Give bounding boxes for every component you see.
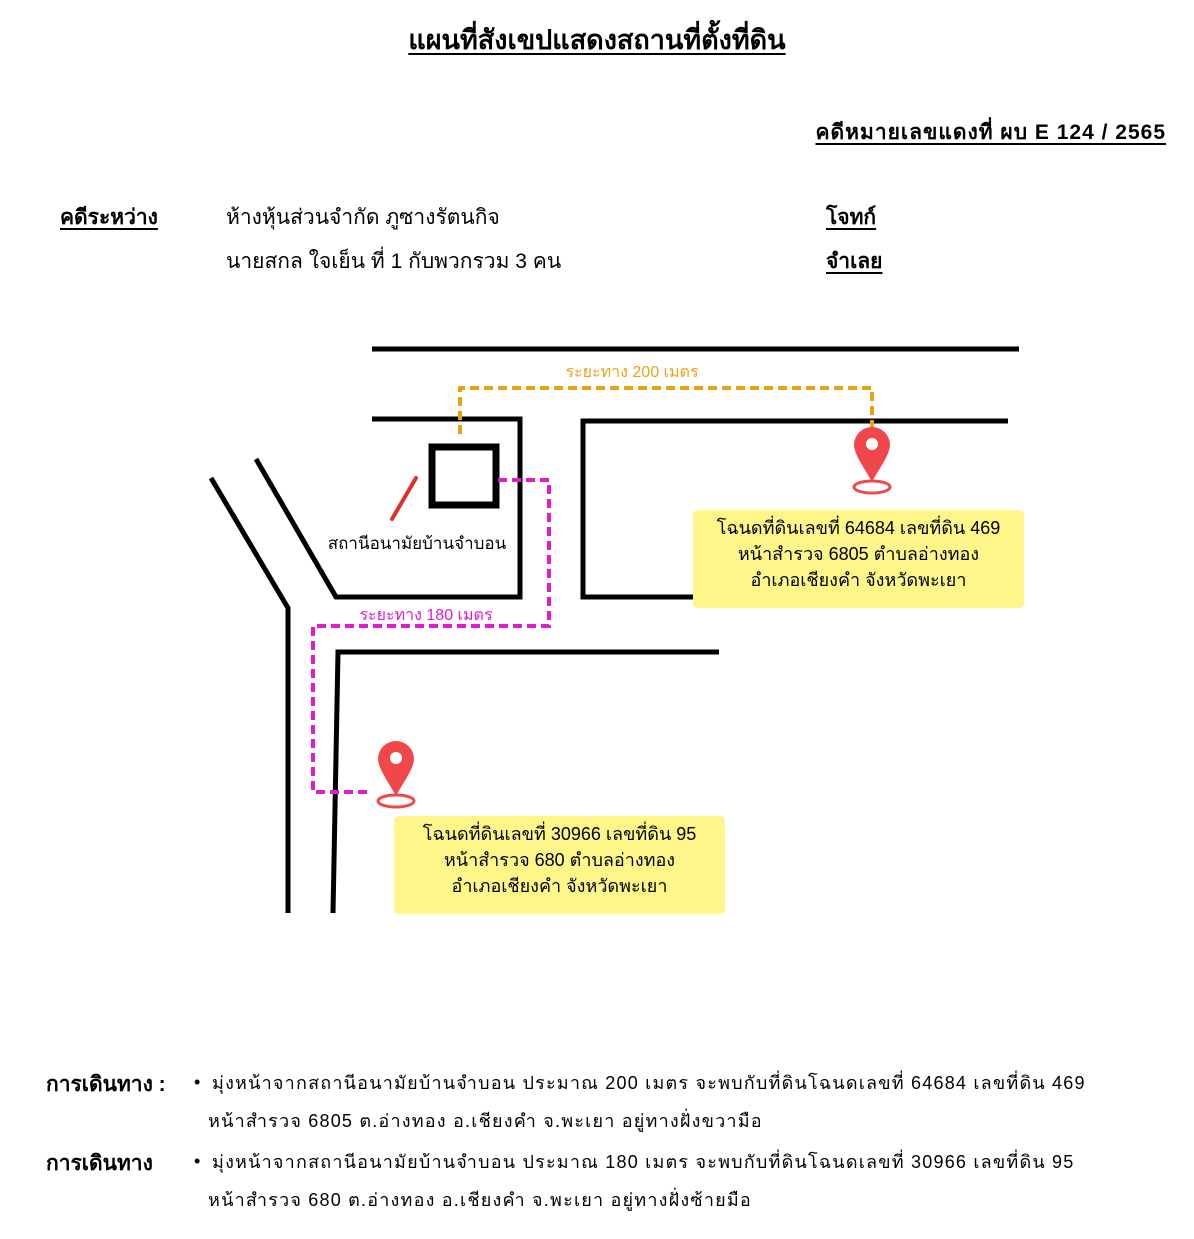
directions-label-2: การเดินทาง	[46, 1152, 153, 1175]
directions-2-line1: มุ่งหน้าจากสถานีอนามัยบ้านจำบอน ประมาณ 1…	[212, 1152, 1075, 1172]
defendant-role: จำเลย	[826, 250, 883, 273]
case-number: คดีหมายเลขแดงที่ ผบ E 124 / 2565	[815, 121, 1166, 144]
road-lower	[330, 649, 719, 914]
directions-text-1: มุ่งหน้าจากสถานีอนามัยบ้านจำบอน ประมาณ 2…	[208, 1064, 1167, 1140]
parcel-2-line3: อำเภอเชียงคำ จังหวัดพะเยา	[451, 876, 668, 896]
parcel-2-line1: โฉนดที่ดินเลขที่ 30966 เลขที่ดิน 95	[422, 824, 697, 844]
road-block-left	[253, 416, 523, 600]
directions-text-2: มุ่งหน้าจากสถานีอนามัยบ้านจำบอน ประมาณ 1…	[208, 1143, 1167, 1219]
parcel-1-line1: โฉนดที่ดินเลขที่ 64684 เลขที่ดิน 469	[716, 518, 1001, 538]
health-station-building	[428, 443, 500, 509]
pin-base-ring	[852, 479, 892, 495]
route-magenta-label: ระยะทาง 180 เมตร	[359, 607, 492, 624]
route-magenta	[311, 478, 551, 794]
directions-2-line2: หน้าสำรวจ 680 ต.อ่างทอง อ.เชียงคำ จ.พะเย…	[208, 1190, 752, 1210]
pin-body	[854, 427, 890, 482]
map-pin-icon	[376, 741, 416, 809]
directions-bullet-1: •	[194, 1072, 201, 1092]
directions-bullet-2: •	[194, 1151, 201, 1171]
plaintiff-role: โจทก์	[826, 206, 877, 229]
directions-label-1: การเดินทาง :	[46, 1073, 166, 1096]
landmark-label: สถานีอนามัยบ้านจำบอน	[328, 534, 507, 553]
parties-label: คดีระหว่าง	[60, 206, 158, 229]
parcel-1-infobox: โฉนดที่ดินเลขที่ 64684 เลขที่ดิน 469 หน้…	[693, 510, 1024, 608]
pin-body	[378, 741, 414, 796]
route-orange-label: ระยะทาง 200 เมตร	[565, 364, 698, 381]
pin-base-ring	[376, 793, 416, 809]
map-pin-icon	[852, 427, 892, 495]
roads	[208, 346, 1019, 914]
parcel-1-line2: หน้าสำรวจ 6805 ตำบลอ่างทอง	[737, 544, 980, 564]
pin-hole	[390, 752, 402, 764]
road-block-right	[580, 418, 1008, 600]
directions-1-line2: หน้าสำรวจ 6805 ต.อ่างทอง อ.เชียงคำ จ.พะเ…	[208, 1111, 763, 1131]
parcel-2-line2: หน้าสำรวจ 680 ตำบลอ่างทอง	[443, 850, 676, 870]
parcel-2-infobox: โฉนดที่ดินเลขที่ 30966 เลขที่ดิน 95 หน้า…	[394, 816, 725, 914]
directions-1-line1: มุ่งหน้าจากสถานีอนามัยบ้านจำบอน ประมาณ 2…	[212, 1073, 1086, 1093]
pin-hole	[866, 438, 878, 450]
route-orange	[458, 386, 874, 434]
parcel-1-line3: อำเภอเชียงคำ จังหวัดพะเยา	[750, 570, 967, 590]
page-title: แผนที่สังเขปแสดงสถานที่ตั้งที่ดิน	[408, 25, 786, 55]
road-diagonal-left	[208, 476, 291, 913]
defendant-name: นายสกล ใจเย็น ที่ 1 กับพวกรวม 3 คน	[226, 250, 562, 273]
plaintiff-name: ห้างหุ้นส่วนจำกัด ภูซางรัตนกิจ	[226, 206, 500, 229]
health-station-marker	[390, 476, 418, 521]
